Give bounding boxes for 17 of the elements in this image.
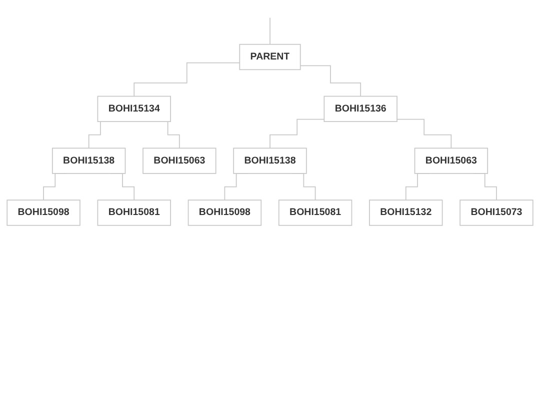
connector xyxy=(300,65,362,97)
node-box: BOHI15063 xyxy=(142,148,216,174)
node-box: BOHI15138 xyxy=(233,148,307,174)
node-box: PARENT xyxy=(239,44,301,70)
connector xyxy=(270,118,325,149)
node-box: BOHI15138 xyxy=(52,148,126,174)
node-box: BOHI15136 xyxy=(324,96,398,122)
node-box: BOHI15073 xyxy=(460,200,534,226)
node-box: BOHI15063 xyxy=(414,148,488,174)
node-box: BOHI15134 xyxy=(97,96,171,122)
node-box: BOHI15098 xyxy=(6,200,80,226)
node-box: BOHI15132 xyxy=(369,200,443,226)
node-box: BOHI15098 xyxy=(188,200,262,226)
connector xyxy=(134,62,240,97)
connector xyxy=(396,118,452,149)
node-box: BOHI15081 xyxy=(97,200,171,226)
node-box: BOHI15081 xyxy=(278,200,352,226)
